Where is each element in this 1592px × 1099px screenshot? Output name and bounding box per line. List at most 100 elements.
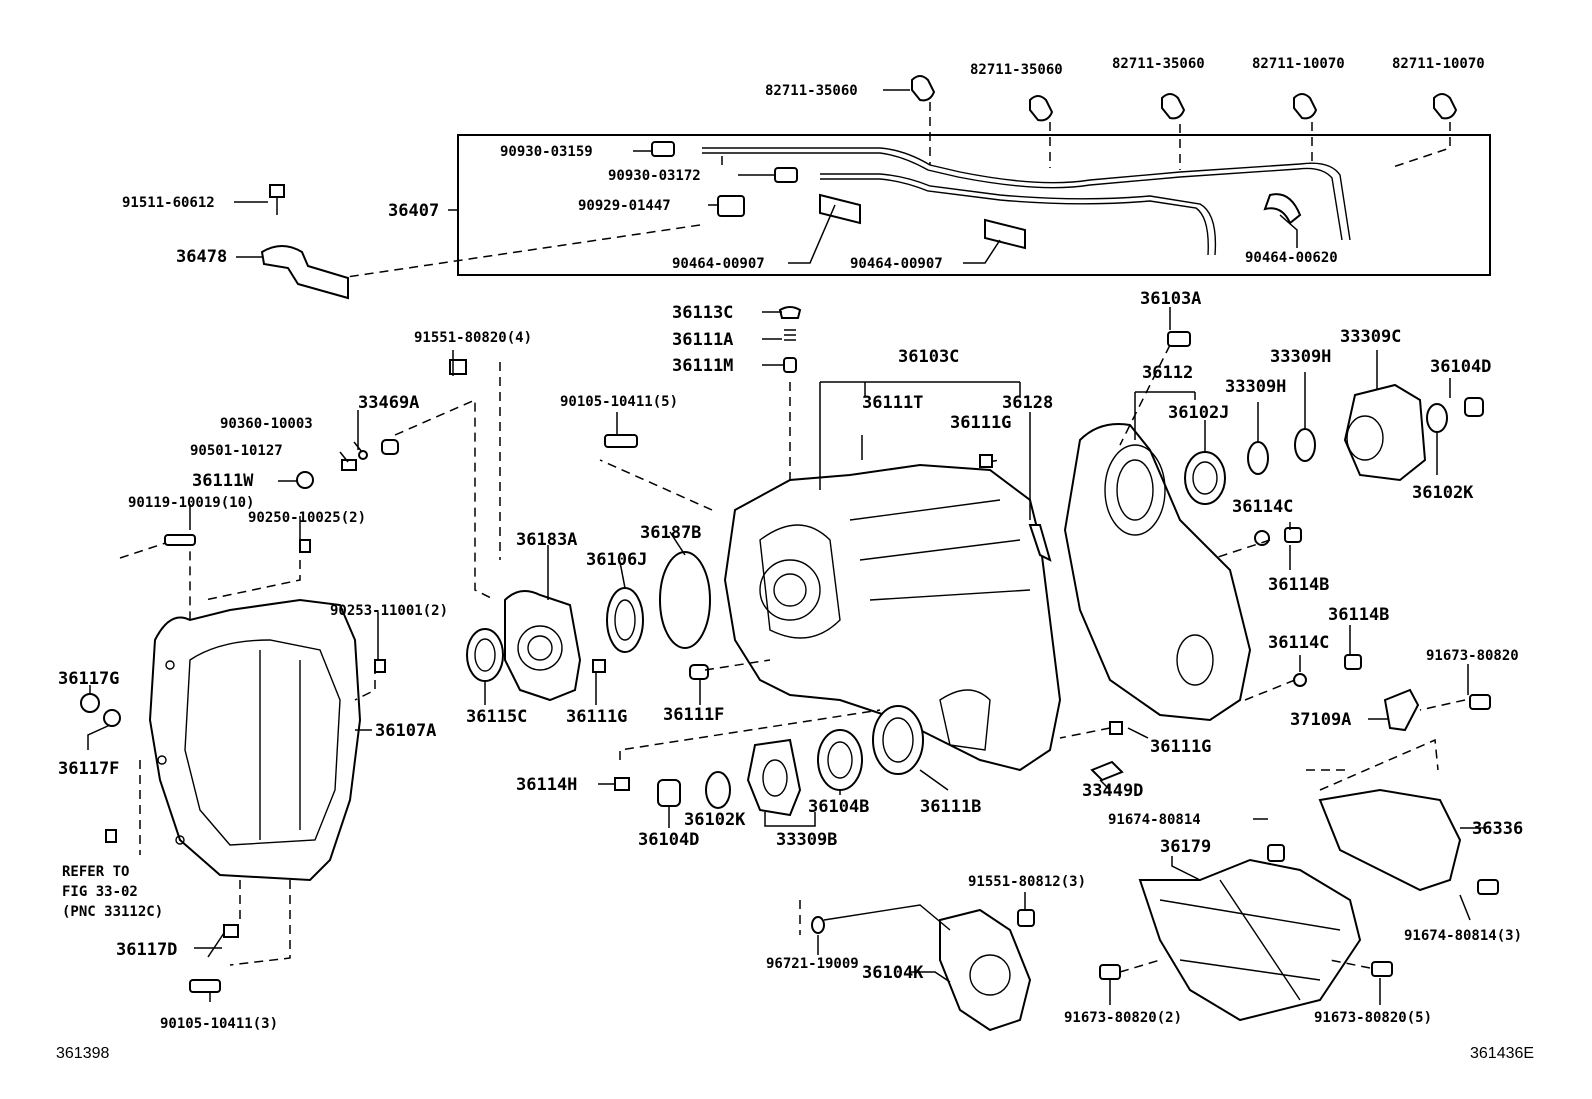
label-90930-03159: 90930-03159 <box>500 144 593 160</box>
label-33309B: 33309B <box>776 830 837 850</box>
label-36128: 36128 <box>1002 393 1053 413</box>
label-82711-35060-c: 82711-35060 <box>1112 56 1205 72</box>
shim-33309H-a-icon <box>1247 441 1269 475</box>
label-36183A: 36183A <box>516 530 577 550</box>
label-90930-03172: 90930-03172 <box>608 168 701 184</box>
bearing-36106J-icon <box>606 587 644 653</box>
label-36336: 36336 <box>1472 819 1523 839</box>
hose-clamp-icon <box>819 193 1302 250</box>
label-36112: 36112 <box>1142 363 1193 383</box>
label-36104B: 36104B <box>808 797 869 817</box>
label-36106J: 36106J <box>586 550 647 570</box>
label-33449D: 33449D <box>1082 781 1143 801</box>
bearing-36104B-icon <box>817 729 863 791</box>
label-36104K: 36104K <box>862 963 924 983</box>
label-91674-80814: 91674-80814 <box>1108 812 1201 828</box>
housing-36107A-icon <box>148 598 362 882</box>
label-36103A: 36103A <box>1140 289 1201 309</box>
label-91674-80814-3: 91674-80814(3) <box>1404 928 1522 944</box>
label-36111W: 36111W <box>192 471 254 491</box>
label-91673-80820: 91673-80820 <box>1426 648 1519 664</box>
label-36114B-b: 36114B <box>1328 605 1389 625</box>
label-36111F: 36111F <box>663 705 724 725</box>
label-36115C: 36115C <box>466 707 527 727</box>
shim-33309H-b-icon <box>1294 428 1316 462</box>
retainer-33309B-icon <box>746 738 802 817</box>
oring-36102K-bot-icon <box>705 771 731 809</box>
label-37109A: 37109A <box>1290 710 1351 730</box>
case-36103C-icon <box>723 463 1062 772</box>
label-36111G-mid: 36111G <box>566 707 627 727</box>
hose-clip-icon <box>911 75 1458 122</box>
retainer-33309C-icon <box>1343 383 1427 482</box>
hose-tubes <box>702 147 1351 256</box>
label-36179: 36179 <box>1160 837 1211 857</box>
label-90464-00620: 90464-00620 <box>1245 250 1338 266</box>
bearing-36111B-icon <box>872 705 924 775</box>
label-33309H-a: 33309H <box>1225 377 1286 397</box>
plug-36104D-bot-icon <box>657 779 681 807</box>
label-82711-35060-a: 82711-35060 <box>765 83 858 99</box>
label-36114H: 36114H <box>516 775 577 795</box>
label-36111M: 36111M <box>672 356 733 376</box>
label-90360-10003: 90360-10003 <box>220 416 313 432</box>
label-33469A: 33469A <box>358 393 419 413</box>
seal-36115C-icon <box>466 628 504 682</box>
part-number-labels: 82711-35060 82711-35060 82711-35060 8271… <box>58 56 1523 1032</box>
label-36114B-a: 36114B <box>1268 575 1329 595</box>
label-36114C-b: 36114C <box>1268 633 1329 653</box>
label-91673-80820-2: 91673-80820(2) <box>1064 1010 1182 1026</box>
label-36187B: 36187B <box>640 523 701 543</box>
label-36102K-bot: 36102K <box>684 810 746 830</box>
label-36114C-a: 36114C <box>1232 497 1293 517</box>
cover-36112-icon <box>1063 423 1252 722</box>
hose-assembly-frame <box>457 134 1491 276</box>
label-36103C: 36103C <box>898 347 959 367</box>
label-36104D-bot: 36104D <box>638 830 699 850</box>
label-36117G: 36117G <box>58 669 119 689</box>
plug-spring-icon <box>778 306 802 373</box>
label-82711-10070-a: 82711-10070 <box>1252 56 1345 72</box>
label-96721-19009: 96721-19009 <box>766 956 859 972</box>
label-82711-35060-b: 82711-35060 <box>970 62 1063 78</box>
label-36104D-top: 36104D <box>1430 357 1491 377</box>
label-36117D: 36117D <box>116 940 177 960</box>
rod-96721-icon <box>823 904 951 931</box>
bracket-37109A-icon <box>1383 688 1420 732</box>
label-82711-10070-b: 82711-10070 <box>1392 56 1485 72</box>
label-36107A: 36107A <box>375 721 436 741</box>
label-36407: 36407 <box>388 201 439 221</box>
label-91551-80812-3: 91551-80812(3) <box>968 874 1086 890</box>
label-90105-10411-3: 90105-10411(3) <box>160 1016 278 1032</box>
illustration-code-right: 361436E <box>1470 1045 1534 1062</box>
label-36478: 36478 <box>176 247 227 267</box>
oring-36187B-icon <box>659 551 711 649</box>
label-90501-10127: 90501-10127 <box>190 443 283 459</box>
label-36111T: 36111T <box>862 393 923 413</box>
label-36102J: 36102J <box>1168 403 1229 423</box>
protector-36336-icon <box>1318 788 1462 892</box>
bracket-36478-icon <box>260 184 349 300</box>
label-90929-01447: 90929-01447 <box>578 198 671 214</box>
protector-36179-icon <box>1138 858 1362 1022</box>
refer-note-line-3: (PNC 33112C) <box>62 904 163 920</box>
label-36111G-right: 36111G <box>1150 737 1211 757</box>
shield-36104K-icon <box>939 908 1032 1032</box>
oring-36102K-top-icon <box>1426 403 1448 433</box>
label-90105-10411-5: 90105-10411(5) <box>560 394 678 410</box>
label-90253-11001-2: 90253-11001(2) <box>330 603 448 619</box>
label-91511-60612: 91511-60612 <box>122 195 215 211</box>
refer-note-line-2: FIG 33-02 <box>62 884 138 900</box>
label-33309H-b: 33309H <box>1270 347 1331 367</box>
refer-note-line-1: REFER TO <box>62 864 129 880</box>
label-36117F: 36117F <box>58 759 119 779</box>
label-90250-10025-2: 90250-10025(2) <box>248 510 366 526</box>
label-91551-80820-4: 91551-80820(4) <box>414 330 532 346</box>
cover-36183A-icon <box>504 590 582 702</box>
magnet-33449D-icon <box>1090 760 1124 782</box>
illustration-code-left: 361398 <box>56 1045 109 1062</box>
label-91673-80820-5: 91673-80820(5) <box>1314 1010 1432 1026</box>
label-90464-00907-b: 90464-00907 <box>850 256 943 272</box>
label-36111A: 36111A <box>672 330 733 350</box>
